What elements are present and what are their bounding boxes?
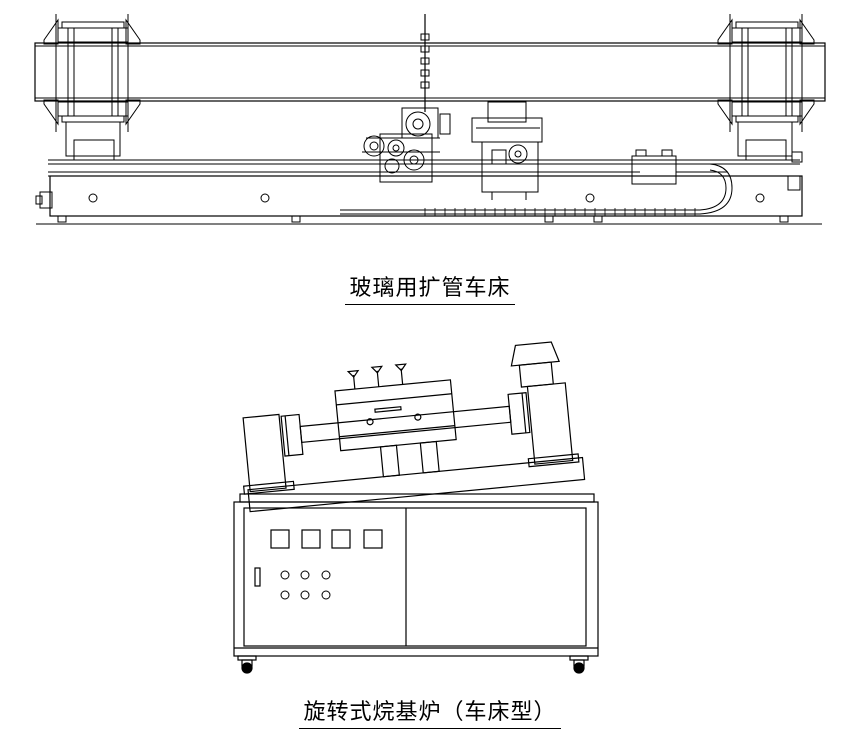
control-display-4	[363, 529, 383, 549]
gear-icon	[387, 139, 405, 157]
indicator-light	[300, 570, 310, 580]
furnace-chamber	[334, 379, 457, 452]
gear-icon	[384, 158, 400, 174]
caption-glass-tube-lathe: 玻璃用扩管车床	[0, 270, 860, 305]
lathe-drag-chain	[340, 163, 733, 216]
caption-glass-tube-lathe-text: 玻璃用扩管车床	[345, 270, 515, 305]
caster-right	[569, 655, 589, 674]
caster-left	[237, 655, 257, 674]
gear-icon	[363, 135, 385, 157]
control-display-1	[270, 529, 290, 549]
indicator-light	[321, 570, 331, 580]
lathe-carriage-left	[362, 107, 451, 183]
power-switch	[254, 567, 261, 587]
indicator-light	[300, 590, 310, 600]
furnace-left-flange	[280, 413, 304, 457]
furnace-upper-assembly	[242, 341, 586, 513]
gear-icon	[403, 149, 425, 171]
rotary-furnace-drawing	[233, 341, 599, 674]
furnace-cabinet	[233, 493, 599, 674]
indicator-light	[280, 590, 290, 600]
indicator-light	[321, 590, 331, 600]
caption-rotary-furnace-text: 旋转式烷基炉（车床型）	[299, 694, 561, 729]
furnace-right-flange	[507, 392, 531, 435]
furnace-right-motor	[526, 382, 574, 465]
gear-icon	[405, 111, 431, 137]
control-display-2	[301, 529, 321, 549]
indicator-light	[280, 570, 290, 580]
lathe-tube-body	[34, 42, 826, 102]
lathe-base	[35, 151, 822, 225]
furnace-cabinet-body	[233, 501, 599, 657]
lathe-right-chuck	[717, 14, 815, 161]
glass-tube-lathe-drawing	[34, 14, 826, 225]
caption-rotary-furnace: 旋转式烷基炉（车床型）	[0, 694, 860, 729]
lathe-carriage-right	[471, 101, 543, 200]
lathe-piston	[631, 149, 728, 185]
furnace-upper-plate	[247, 456, 586, 513]
lathe-left-chuck	[43, 14, 141, 161]
lathe-center-marker	[420, 14, 430, 112]
gear-icon	[508, 144, 528, 164]
control-display-3	[331, 529, 351, 549]
furnace-shaft	[299, 405, 512, 444]
furnace-left-motor	[242, 413, 287, 493]
